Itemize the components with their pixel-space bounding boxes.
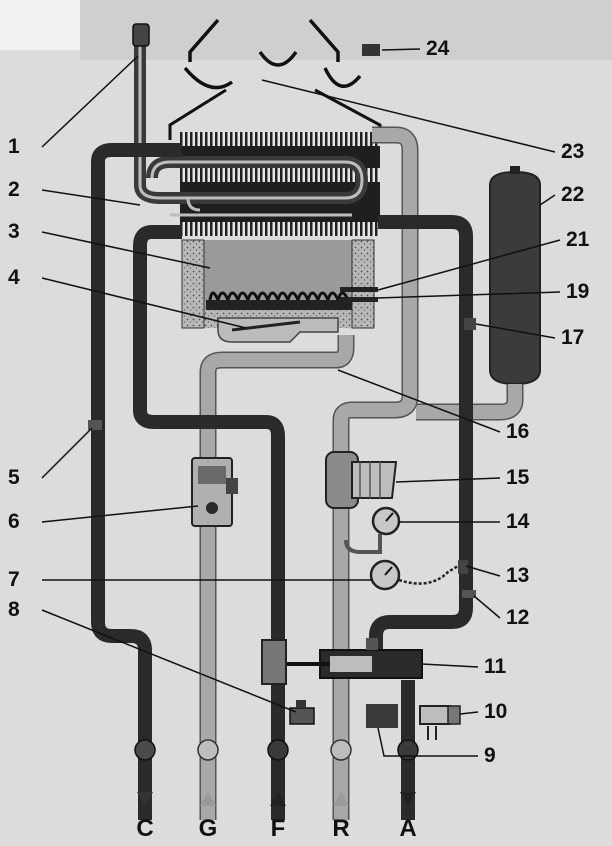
label-10: 10 <box>484 700 507 723</box>
thermometer <box>369 559 459 591</box>
filter-9 <box>366 704 398 728</box>
arrow-a <box>400 792 416 806</box>
label-23: 23 <box>561 140 584 163</box>
connection-f: F <box>271 815 286 842</box>
label-1: 1 <box>8 135 20 158</box>
label-2: 2 <box>8 178 20 201</box>
label-19: 19 <box>566 280 589 303</box>
expansion-vessel <box>416 166 541 421</box>
label-17: 17 <box>561 326 584 349</box>
burner <box>206 291 352 343</box>
diverter-valve <box>261 638 423 685</box>
cold-water-pipe <box>133 225 285 820</box>
safety-valve <box>419 705 461 740</box>
connection-r: R <box>332 815 349 842</box>
combustion-chamber <box>181 239 375 329</box>
label-12: 12 <box>506 606 529 629</box>
air-vent <box>132 23 150 47</box>
margin-area <box>0 0 80 50</box>
label-6: 6 <box>8 510 20 533</box>
leader-lines <box>41 48 561 757</box>
arrow-c <box>137 792 153 806</box>
gas-tap <box>289 700 315 725</box>
label-14: 14 <box>506 510 530 533</box>
label-22: 22 <box>561 183 584 206</box>
arrow-f <box>270 792 286 806</box>
connection-g: G <box>199 815 218 842</box>
top-shade <box>80 0 612 60</box>
gas-valve <box>191 457 238 527</box>
connection-a: A <box>399 815 416 842</box>
label-9: 9 <box>484 744 496 767</box>
bottom-connectors <box>134 739 419 761</box>
electrode-21 <box>340 287 378 292</box>
label-7: 7 <box>8 568 20 591</box>
heat-exchanger <box>134 40 380 236</box>
pump <box>325 451 398 509</box>
label-13: 13 <box>506 564 529 587</box>
gas-pipe <box>201 335 353 820</box>
label-15: 15 <box>506 466 530 489</box>
pressure-gauge <box>344 506 401 554</box>
arrow-r <box>333 792 349 806</box>
hot-water-pipe <box>91 143 182 820</box>
sensor-5 <box>88 420 102 430</box>
drain-12 <box>462 590 476 598</box>
arrow-g <box>200 792 216 806</box>
valve-17 <box>464 318 476 330</box>
label-5: 5 <box>8 466 20 489</box>
label-21: 21 <box>566 228 590 251</box>
label-24: 24 <box>426 37 450 60</box>
label-4: 4 <box>8 266 20 289</box>
label-3: 3 <box>8 220 20 243</box>
label-8: 8 <box>8 598 20 621</box>
connection-c: C <box>136 815 153 842</box>
label-11: 11 <box>484 655 507 678</box>
sensor-13 <box>458 560 468 574</box>
electrode-19 <box>340 297 378 302</box>
connection-labels: C G F R A <box>136 792 417 842</box>
return-pipe <box>334 128 417 820</box>
component-labels: 1 2 3 4 5 6 7 8 9 10 11 12 13 14 15 16 1… <box>8 37 590 767</box>
label-16: 16 <box>506 420 529 443</box>
pressure-switch <box>362 44 380 56</box>
flue-hood <box>168 18 382 140</box>
flow-pipe-right <box>369 215 473 660</box>
